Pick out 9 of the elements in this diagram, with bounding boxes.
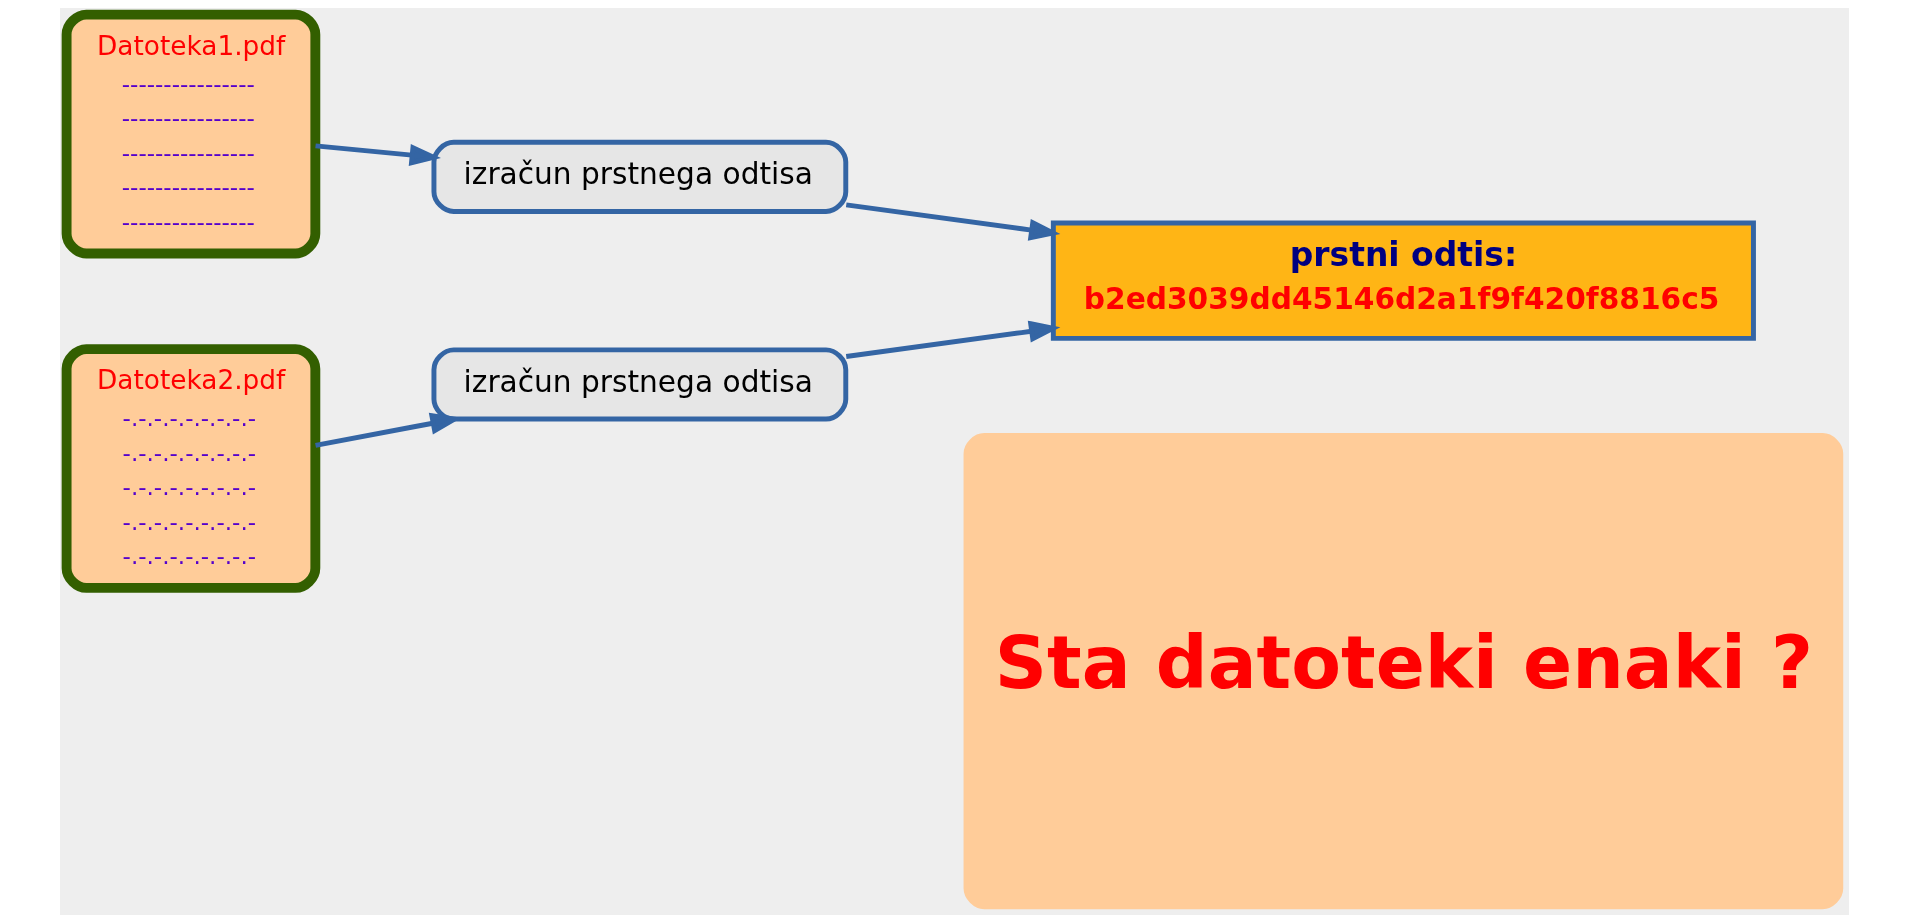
arrow bbox=[845, 320, 1060, 359]
arrow bbox=[314, 143, 441, 166]
node-box: prstni odtis: b2ed3039dd45146d2a1f9f420f8816c5 bbox=[1050, 220, 1756, 341]
node-box: Sta datoteki enaki ? bbox=[963, 433, 1843, 910]
arrow bbox=[845, 202, 1060, 241]
node-box: Datoteka2.pdf -.-.-.-.-.-.-.-.- -.-.-.-.-.-.-.-.- -.-.-.-.-.-.-.-.- -.-.-.-.-.-.-.-.- -.-.-.-.-.-.-.-.- bbox=[61, 344, 320, 593]
node-box: izračun prstnega odtisa bbox=[430, 347, 848, 422]
node-box: izračun prstnega odtisa bbox=[430, 139, 848, 214]
node-box: Datoteka1.pdf ---------------- ---------------- ---------------- ---------------- ---------------- bbox=[61, 9, 320, 259]
